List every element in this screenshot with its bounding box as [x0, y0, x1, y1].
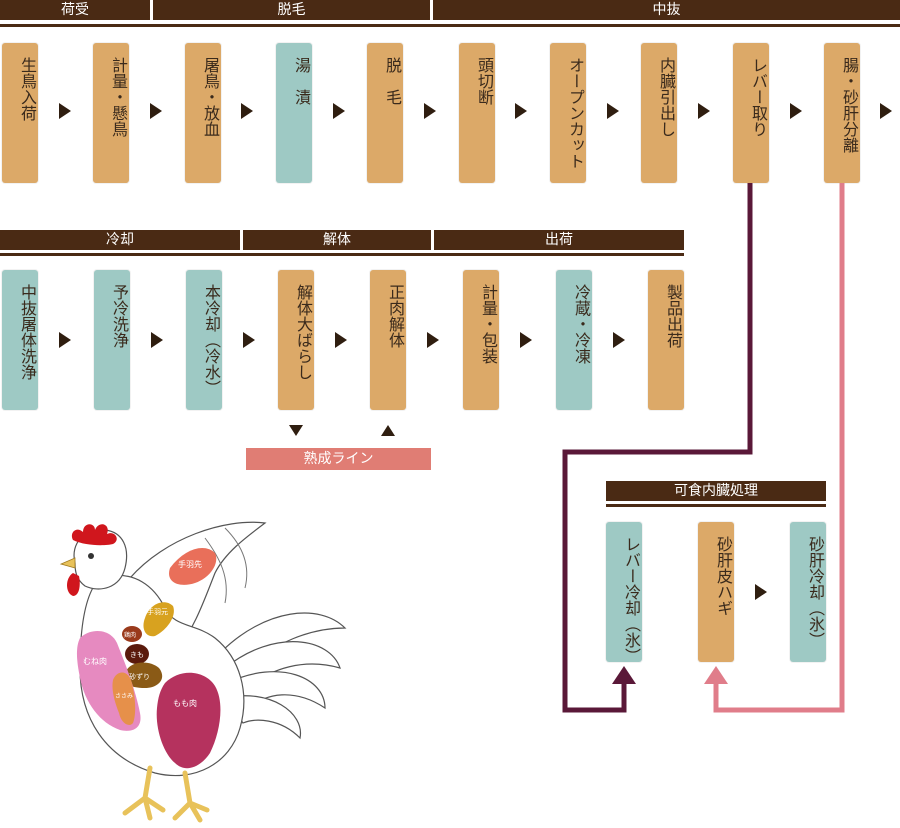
step-datsumo: 脱 毛: [367, 43, 403, 183]
part-momoniku: [156, 672, 221, 769]
arrow-right-icon: [427, 332, 439, 348]
step-label: 冷蔵・冷凍: [572, 284, 591, 364]
header-kaitai: 解体: [243, 230, 431, 250]
gizzard-route-arrowhead: [704, 666, 728, 684]
arrow-right-icon: [755, 584, 767, 600]
step-label: 砂肝皮ハギ: [714, 536, 733, 616]
part-label-kimo: きも: [130, 651, 144, 659]
arrow-right-icon: [520, 332, 532, 348]
part-label-momoniku: もも肉: [173, 698, 197, 708]
step-kaitai-obarashi: 解体大ばらし: [278, 270, 314, 410]
step-label: 砂肝冷却（氷）: [806, 536, 825, 648]
step-label: レバー冷却（氷）: [622, 536, 641, 664]
arrow-right-icon: [698, 103, 710, 119]
step-reba-reikyaku: レバー冷却（氷）: [606, 522, 642, 664]
part-tebamoto: [143, 602, 174, 637]
step-nakanuki-senjo: 中抜屠体洗浄: [2, 270, 38, 410]
liver-route-arrowhead: [612, 666, 636, 684]
step-reba-tori: レバー取り: [733, 43, 769, 183]
header-nieuke: 荷受: [0, 0, 150, 20]
step-label: 正肉解体: [386, 284, 405, 348]
header-underline: [0, 24, 900, 27]
part-label-toriniku: 鶏肉: [124, 631, 136, 639]
legs: [122, 765, 210, 823]
part-sasami: [112, 672, 136, 725]
step-label: 頭切断: [475, 57, 494, 105]
arrow-right-icon: [59, 103, 71, 119]
step-keiryo-kencho: 計量・懸鳥: [93, 43, 129, 183]
arrow-down-icon: [289, 425, 303, 436]
part-label-tebasaki: 手羽先: [178, 559, 202, 569]
step-yutsuke: 湯 漬: [276, 43, 312, 183]
part-kimo: [125, 644, 149, 664]
step-label: 中抜屠体洗浄: [18, 284, 37, 380]
step-label: 解体大ばらし: [294, 284, 313, 380]
part-tebasaki: [169, 548, 217, 585]
arrow-right-icon: [335, 332, 347, 348]
header-nakanuki: 中抜: [433, 0, 900, 20]
step-open-cut: オープンカット: [550, 43, 586, 183]
step-naizo-hikidashi: 内臓引出し: [641, 43, 677, 183]
header-underline: [0, 253, 684, 256]
arrow-right-icon: [424, 103, 436, 119]
step-seihin-shukka: 製品出荷: [648, 270, 684, 410]
step-seiniku-kaitai: 正肉解体: [370, 270, 406, 410]
step-cho-sunagimo-bunri: 腸・砂肝分離: [824, 43, 860, 183]
step-label: 生鳥入荷: [18, 57, 37, 121]
step-label: オープンカット: [566, 57, 585, 169]
step-atama-setsudan: 頭切断: [459, 43, 495, 183]
chicken-parts-illustration: 手羽先 手羽元 鶏肉 きも 砂ずり むね肉 ささみ もも肉: [59, 521, 347, 823]
arrow-right-icon: [880, 103, 892, 119]
arrow-right-icon: [790, 103, 802, 119]
aging-line-label: 熟成ライン: [246, 448, 431, 470]
step-label: 計量・包装: [479, 284, 498, 364]
arrow-right-icon: [241, 103, 253, 119]
step-sunagimo-kawahagi: 砂肝皮ハギ: [698, 522, 734, 662]
step-seicho-nyuka: 生鳥入荷: [2, 43, 38, 183]
header-shukka: 出荷: [434, 230, 684, 250]
step-label: 湯 漬: [292, 57, 311, 105]
arrow-right-icon: [59, 332, 71, 348]
step-label: 製品出荷: [664, 284, 683, 348]
step-label: 屠鳥・放血: [201, 57, 220, 137]
step-keiryo-hoso: 計量・包装: [463, 270, 499, 410]
part-toriniku: [122, 626, 142, 642]
arrow-right-icon: [243, 332, 255, 348]
arrow-right-icon: [607, 103, 619, 119]
part-label-sunazuri: 砂ずり: [129, 672, 150, 681]
beak: [59, 557, 76, 569]
arrow-right-icon: [333, 103, 345, 119]
arrow-right-icon: [515, 103, 527, 119]
step-hon-reikyaku: 本冷却（冷水）: [186, 270, 222, 410]
part-label-tebamoto: 手羽元: [147, 607, 168, 616]
step-label: 内臓引出し: [657, 57, 676, 137]
step-label: 腸・砂肝分離: [840, 57, 859, 153]
arrow-up-icon: [381, 425, 395, 436]
arrow-right-icon: [151, 332, 163, 348]
step-sunagimo-reikyaku: 砂肝冷却（氷）: [790, 522, 826, 662]
part-sunazuri: [124, 662, 163, 688]
step-tocho-houketsu: 屠鳥・放血: [185, 43, 221, 183]
part-label-sasami: ささみ: [115, 693, 133, 700]
step-reizo-reito: 冷蔵・冷凍: [556, 270, 592, 410]
arrow-right-icon: [150, 103, 162, 119]
step-label: 脱 毛: [383, 57, 402, 105]
step-label: 本冷却（冷水）: [202, 284, 221, 396]
step-label: 計量・懸鳥: [109, 57, 128, 137]
header-datsumo: 脱毛: [153, 0, 430, 20]
eye: [88, 553, 94, 559]
header-underline: [606, 504, 826, 507]
part-label-muneniku: むね肉: [83, 656, 107, 666]
header-reikyaku: 冷却: [0, 230, 240, 250]
header-kashoku-naizo: 可食内臓処理: [606, 481, 826, 501]
step-label: レバー取り: [749, 57, 768, 137]
step-label: 予冷洗浄: [110, 284, 129, 348]
comb: [71, 524, 117, 546]
wattle: [67, 573, 80, 596]
step-yorei-senjo: 予冷洗浄: [94, 270, 130, 410]
arrow-right-icon: [613, 332, 625, 348]
